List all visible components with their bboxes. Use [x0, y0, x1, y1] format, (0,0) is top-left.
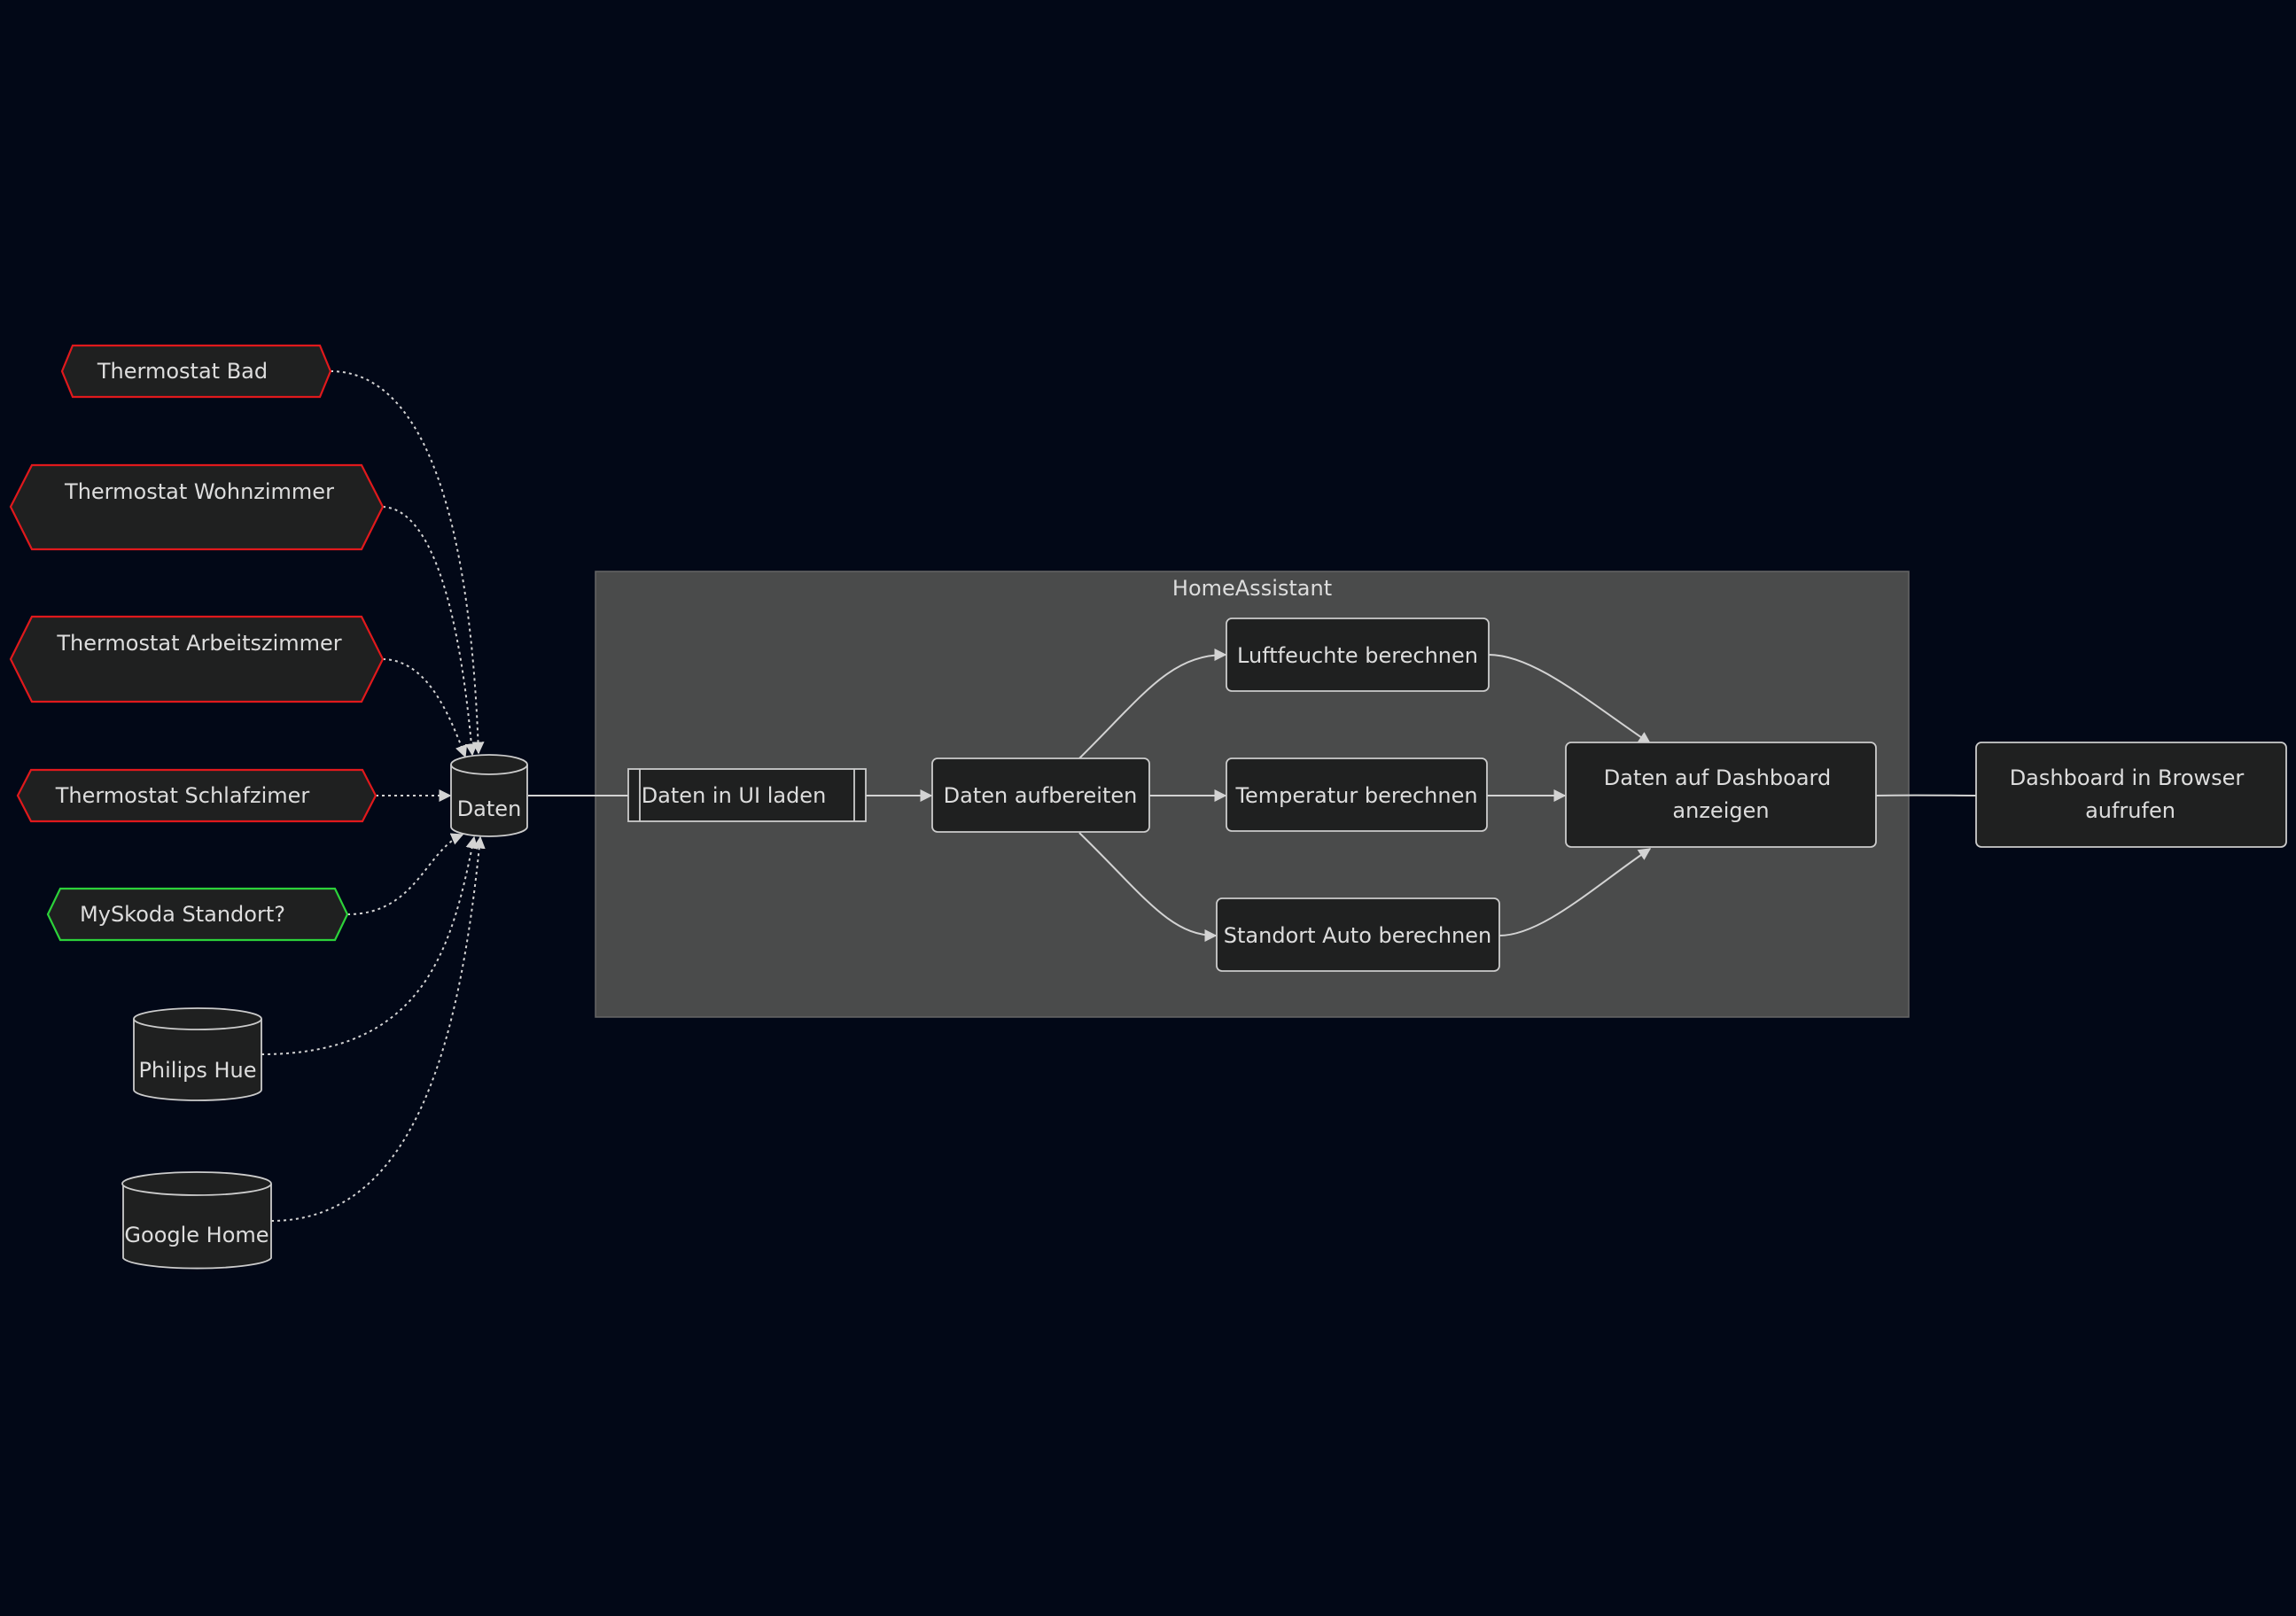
- source-philips-hue: Philips Hue: [133, 1007, 262, 1101]
- svg-text:Daten: Daten: [457, 796, 522, 821]
- source-google-home: Google Home: [121, 1171, 272, 1270]
- edge-luftfeuchte-to-dashboard: [1488, 654, 1652, 744]
- edge-google-home: [270, 835, 486, 1222]
- process-edges: [528, 649, 1977, 942]
- svg-text:aufrufen: aufrufen: [2085, 798, 2175, 823]
- node-luftfeuchte: Luftfeuchte berechnen: [1226, 618, 1490, 692]
- svg-text:Thermostat Bad: Thermostat Bad: [97, 359, 268, 384]
- svg-text:Standort Auto berechnen: Standort Auto berechnen: [1224, 923, 1491, 948]
- svg-text:Google Home: Google Home: [124, 1223, 269, 1247]
- svg-text:Temperatur berechnen: Temperatur berechnen: [1234, 783, 1477, 808]
- svg-text:MySkoda Standort?: MySkoda Standort?: [80, 902, 285, 927]
- node-daten: Daten: [450, 754, 528, 837]
- svg-text:Daten in UI laden: Daten in UI laden: [642, 783, 827, 808]
- edge-thermostat-wohnzimmer: [382, 506, 478, 757]
- source-edges: [261, 370, 486, 1222]
- svg-text:Thermostat Schlafzimer: Thermostat Schlafzimer: [55, 783, 310, 808]
- node-aufbereiten: Daten aufbereiten: [931, 758, 1150, 833]
- svg-text:Thermostat Arbeitszimmer: Thermostat Arbeitszimmer: [56, 631, 341, 656]
- source-thermostat-bad: Thermostat Bad: [60, 344, 332, 399]
- edge-philips-hue: [261, 835, 479, 1055]
- node-daten-laden: Daten in UI laden: [627, 768, 867, 822]
- svg-text:Philips Hue: Philips Hue: [138, 1058, 256, 1083]
- edge-myskoda: [346, 833, 464, 915]
- edge-thermostat-bad: [330, 370, 485, 755]
- node-dashboard: Daten auf Dashboard anzeigen: [1565, 742, 1877, 848]
- svg-text:Dashboard in Browser: Dashboard in Browser: [2010, 765, 2245, 790]
- cluster-title: HomeAssistant: [1172, 576, 1332, 601]
- edge-standort-to-dashboard: [1498, 848, 1652, 936]
- edge-aufbereiten-to-standort: [1078, 832, 1218, 942]
- svg-text:Daten aufbereiten: Daten aufbereiten: [944, 783, 1138, 808]
- node-browser: Dashboard in Browser aufrufen: [1975, 742, 2287, 848]
- source-thermostat-schlafzimer: Thermostat Schlafzimer: [16, 768, 377, 823]
- edge-thermostat-arbeitszimmer: [382, 658, 468, 758]
- source-thermostat-wohnzimmer: Thermostat Wohnzimmer: [9, 463, 385, 551]
- svg-text:anzeigen: anzeigen: [1672, 798, 1769, 823]
- node-standort: Standort Auto berechnen: [1216, 897, 1500, 972]
- source-myskoda: MySkoda Standort?: [46, 887, 349, 942]
- source-thermostat-arbeitszimmer: Thermostat Arbeitszimmer: [9, 615, 385, 703]
- svg-text:Luftfeuchte berechnen: Luftfeuchte berechnen: [1237, 643, 1478, 668]
- edge-aufbereiten-to-luftfeuchte: [1078, 649, 1227, 759]
- svg-text:Thermostat Wohnzimmer: Thermostat Wohnzimmer: [64, 479, 334, 504]
- svg-text:Daten auf Dashboard: Daten auf Dashboard: [1604, 765, 1831, 790]
- node-temperatur: Temperatur berechnen: [1226, 758, 1488, 832]
